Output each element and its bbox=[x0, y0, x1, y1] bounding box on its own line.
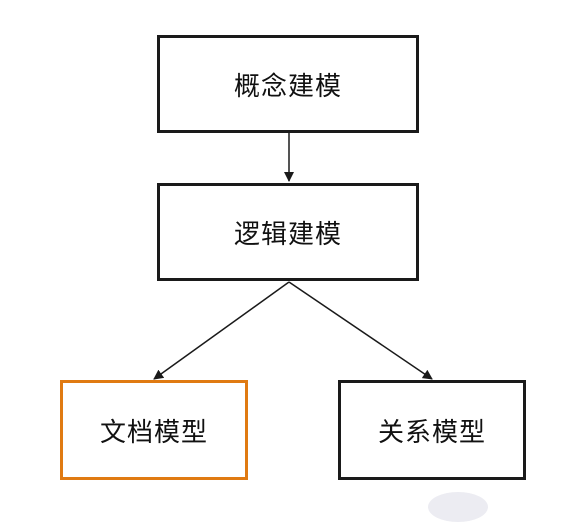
edge-logic-to-doc bbox=[153, 281, 290, 380]
node-relational-model[interactable]: 关系模型 bbox=[338, 380, 526, 480]
node-concept-label: 概念建模 bbox=[233, 71, 342, 102]
node-rel-label: 关系模型 bbox=[377, 417, 486, 448]
node-document-model[interactable]: 文档模型 bbox=[60, 380, 248, 480]
node-logic-label: 逻辑建模 bbox=[233, 219, 342, 250]
diagram-canvas bbox=[153, 133, 433, 380]
node-logic-modeling[interactable]: 逻辑建模 bbox=[157, 183, 419, 281]
node-doc-label: 文档模型 bbox=[99, 417, 208, 448]
corner-decoration bbox=[428, 492, 488, 522]
node-concept-modeling[interactable]: 概念建模 bbox=[157, 35, 419, 133]
edge-logic-to-rel bbox=[288, 281, 433, 380]
